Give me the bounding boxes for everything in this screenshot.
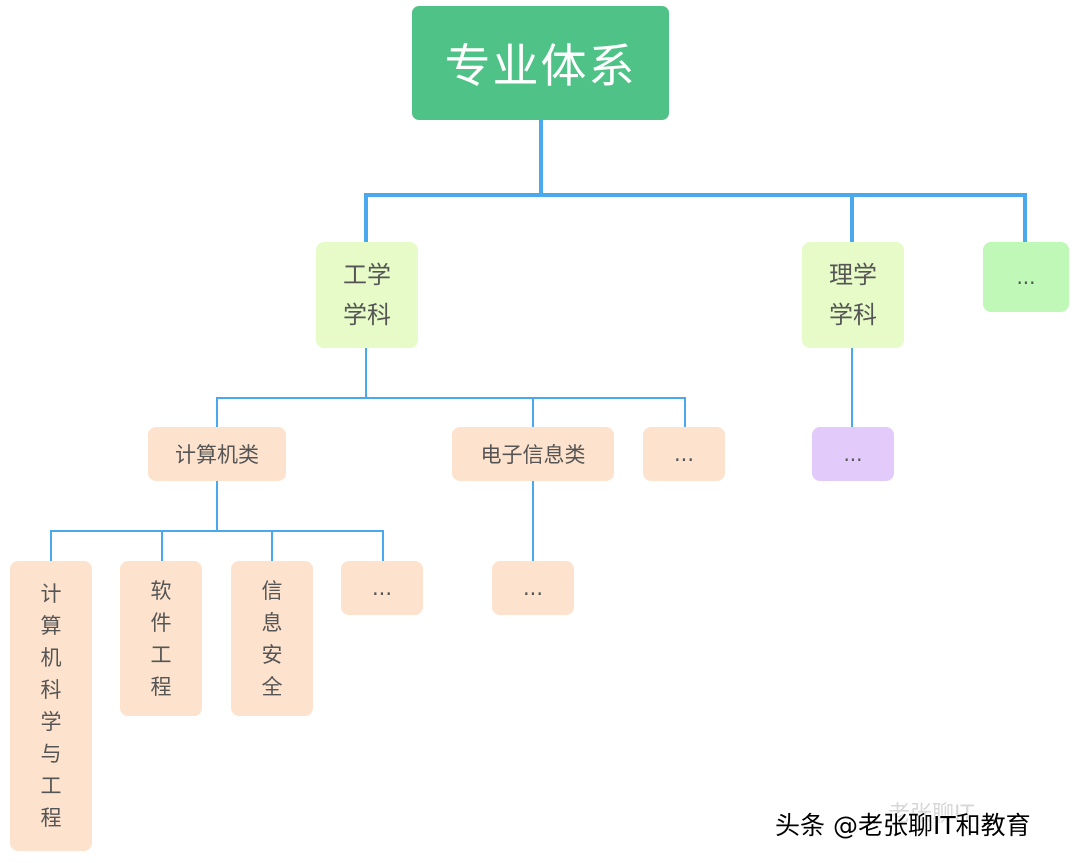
faded-watermark: 老张聊IT [888,802,974,827]
major-software-engineering: 软件工程 [120,561,202,716]
major-electronic-more: ... [492,561,574,615]
category-electronic: 电子信息类 [452,427,614,481]
root-node: 专业体系 [412,6,669,120]
watermark-text: 头条 @老张聊IT和教育 [775,811,1031,840]
root-connectors [364,118,1027,244]
major-computer-science: 计算机科学与工程 [10,561,92,851]
computer-connectors [50,480,384,562]
category-electronic-label: 电子信息类 [480,443,586,467]
discipline-engineering-label: 工学学科 [343,261,391,329]
major-computer-more-label: ... [371,576,393,600]
discipline-more: ... [983,242,1069,312]
category-engineering-more: ... [643,427,725,481]
discipline-science: 理学学科 [802,242,904,348]
major-computer-science-label: 计算机科学与工程 [40,582,62,830]
engineering-connectors [216,347,686,428]
major-software-engineering-label: 软件工程 [150,578,172,699]
category-science-more-label: ... [843,442,863,466]
discipline-more-label: ... [1016,265,1036,289]
category-computer: 计算机类 [148,427,286,481]
category-science-more: ... [812,427,894,481]
root-label: 专业体系 [444,39,637,93]
category-engineering-more-label: ... [673,442,695,466]
major-computer-more: ... [341,561,423,615]
discipline-engineering: 工学学科 [316,242,418,348]
major-electronic-more-label: ... [522,576,544,600]
major-information-security: 信息安全 [231,561,313,716]
discipline-science-label: 理学学科 [829,261,877,329]
major-information-security-label: 信息安全 [261,578,283,699]
category-computer-label: 计算机类 [175,443,259,467]
